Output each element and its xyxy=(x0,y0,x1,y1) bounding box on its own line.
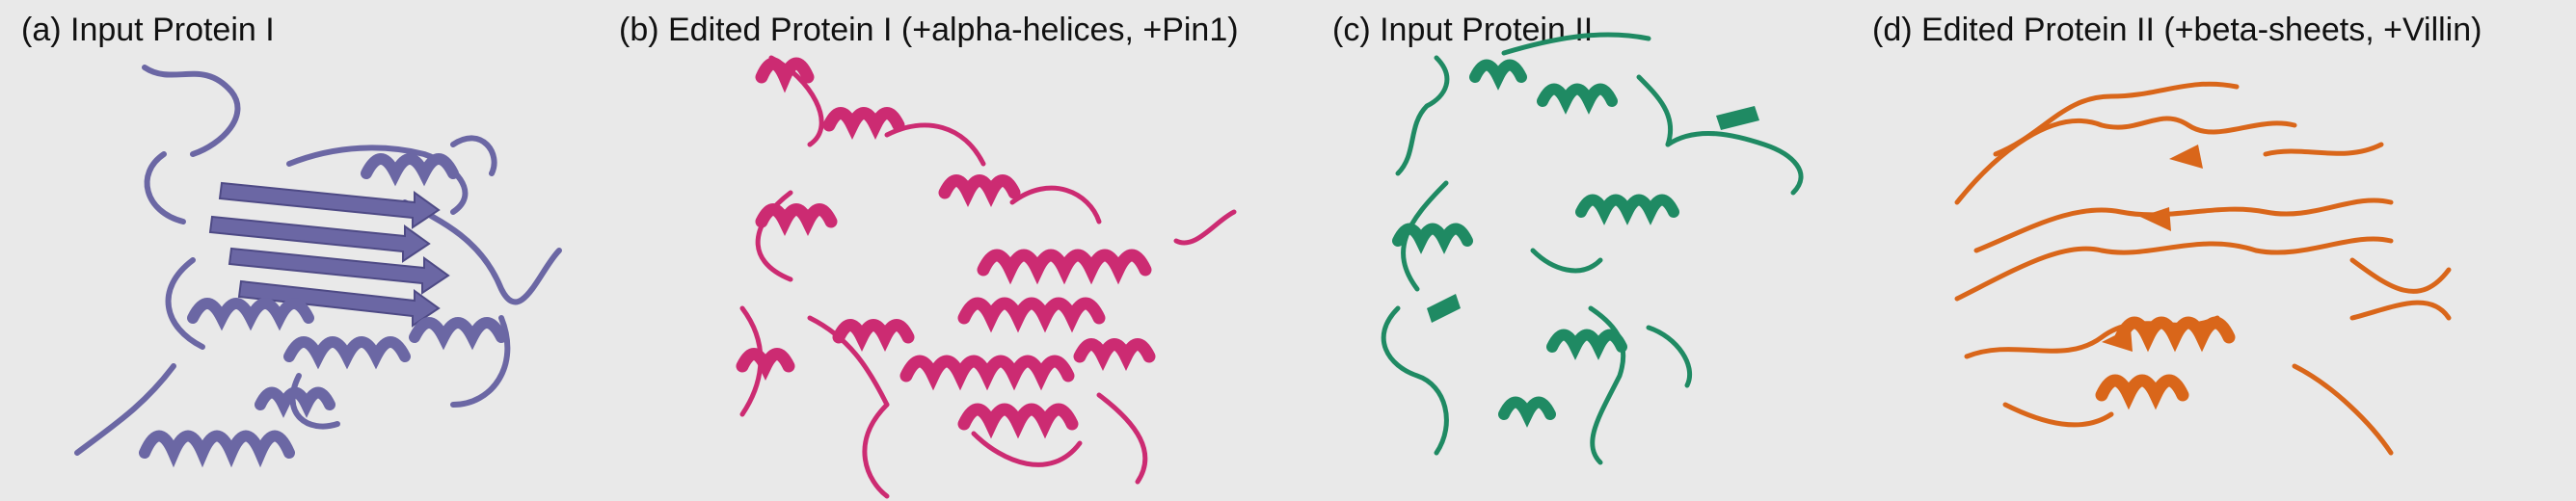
panel-b-title: (b) Edited Protein I (+alpha-helices, +P… xyxy=(619,12,1239,48)
protein-b-helices xyxy=(736,57,1156,439)
protein-d-strands xyxy=(2102,145,2203,352)
protein-c-strands xyxy=(1427,106,1759,323)
panel-b: (b) Edited Protein I (+alpha-helices, +P… xyxy=(598,0,1292,501)
protein-a-helices xyxy=(139,153,507,468)
panel-c: (c) Input Protein II xyxy=(1311,0,1851,501)
panel-d: (d) Edited Protein II (+beta-sheets, +Vi… xyxy=(1851,0,2576,501)
protein-a-strands xyxy=(208,181,450,328)
protein-d-loops xyxy=(1954,81,2452,456)
protein-c-helices xyxy=(1392,59,1679,428)
protein-structure-d xyxy=(1954,81,2452,456)
protein-d-helices xyxy=(2095,316,2236,410)
panel-a-title: (a) Input Protein I xyxy=(21,12,275,48)
panel-a: (a) Input Protein I xyxy=(0,0,598,501)
protein-structure-b xyxy=(736,55,1237,499)
protein-structure-c xyxy=(1381,32,1804,465)
panel-d-title: (d) Edited Protein II (+beta-sheets, +Vi… xyxy=(1872,12,2482,48)
protein-structure-a xyxy=(74,65,562,468)
